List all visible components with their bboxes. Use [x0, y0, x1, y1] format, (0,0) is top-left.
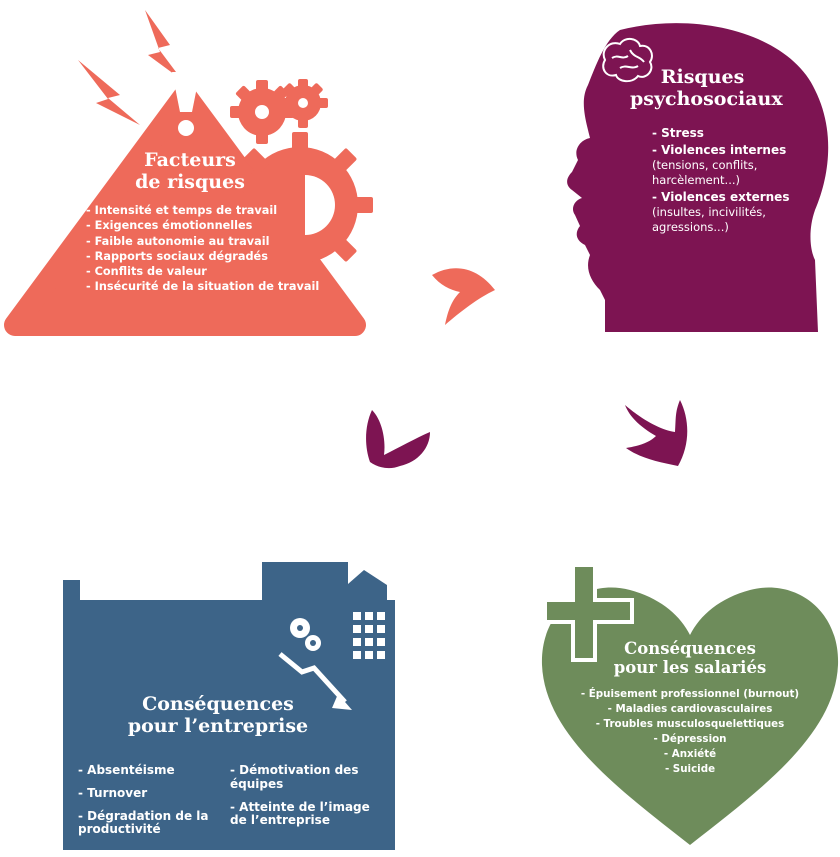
heart-icon	[541, 587, 839, 845]
list-item: - Absentéisme	[78, 763, 175, 777]
list-item: - Épuisement professionnel (burnout)	[580, 688, 800, 700]
list-item: - Violences internes(tensions, conflits,…	[652, 143, 822, 188]
salaries-title-line1: Conséquences	[624, 639, 756, 658]
list-item: - Violences externes(insultes, incivilit…	[652, 190, 822, 235]
facteurs-title-line2: de risques	[135, 170, 245, 193]
list-item: - Démotivation des équipes	[230, 763, 359, 791]
list-item: - Dépression	[653, 732, 727, 745]
list-item: - Rapports sociaux dégradés	[86, 249, 268, 263]
risk-detail: (tensions, conflits, harcèlement...)	[652, 158, 758, 187]
entreprise-list-col2: - Démotivation des équipes - Atteinte de…	[230, 763, 390, 837]
exclamation-icon	[172, 72, 200, 136]
entreprise-list-col1: - Absentéisme - Turnover - Dégradation d…	[78, 763, 228, 846]
list-item: - Turnover	[78, 785, 148, 800]
brain-icon	[602, 38, 653, 83]
arrow-orange-right-icon	[432, 268, 495, 325]
gears-icon	[227, 79, 373, 278]
head-icon	[567, 23, 829, 332]
cross-icon	[543, 563, 634, 662]
salaries-list: - Épuisement professionnel (burnout) - M…	[555, 687, 825, 777]
factory-window-grid	[353, 612, 385, 659]
risques-list: - Stress - Violences internes(tensions, …	[652, 126, 822, 237]
factory-icon	[63, 562, 395, 850]
risques-title: Risques psychosociaux	[630, 66, 783, 111]
list-item: - Dégradation de la productivité	[78, 808, 209, 837]
arrow-purple-right-down-icon	[625, 400, 688, 466]
list-item: - Faible autonomie au travail	[86, 234, 270, 248]
salaries-title-line2: pour les salariés	[613, 657, 767, 677]
entreprise-title-line2: pour l’entreprise	[127, 714, 309, 737]
facteurs-title-line1: Facteurs	[144, 149, 236, 171]
list-item: - Conflits de valeur	[86, 265, 207, 278]
factory-gears-icon	[290, 618, 321, 651]
gear-holes	[255, 98, 335, 235]
list-item: - Stress	[652, 126, 822, 141]
salaries-title: Conséquences pour les salariés	[590, 639, 790, 678]
list-item: - Atteinte de l’image de l’entreprise	[230, 799, 370, 828]
decline-arrow-icon	[278, 652, 352, 710]
risk-label: - Stress	[652, 126, 704, 140]
list-item: - Insécurité de la situation de travail	[86, 280, 320, 294]
list-item: - Exigences émotionnelles	[86, 219, 253, 233]
risk-detail: (insultes, incivilités, agressions...)	[652, 205, 766, 234]
list-item: - Maladies cardiovasculaires	[607, 702, 773, 715]
list-item: - Troubles musculosquelettiques	[595, 717, 785, 730]
lightning-icon	[78, 10, 182, 125]
list-item: - Anxiété	[663, 747, 717, 760]
risques-title-line2: psychosociaux	[630, 87, 783, 110]
facteurs-list: - Intensité et temps de travail - Exigen…	[86, 203, 356, 295]
arrow-purple-left-down-icon	[366, 410, 430, 469]
list-item: - Suicide	[664, 762, 716, 775]
risk-label: - Violences internes	[652, 143, 787, 157]
risques-title-line1: Risques	[660, 66, 745, 88]
facteurs-title: Facteurs de risques	[100, 149, 280, 194]
risk-label: - Violences externes	[652, 190, 790, 204]
list-item: - Intensité et temps de travail	[86, 204, 278, 217]
entreprise-title: Conséquences pour l’entreprise	[108, 693, 328, 738]
entreprise-title-line1: Conséquences	[142, 693, 294, 715]
